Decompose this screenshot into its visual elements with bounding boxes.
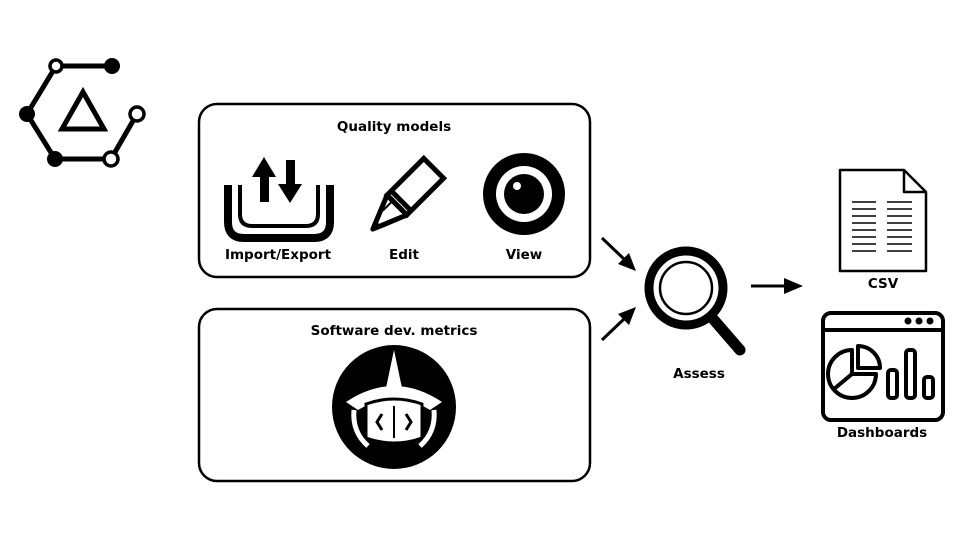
software-metrics-panel: Software dev. metrics (197, 307, 592, 483)
import-export-icon[interactable] (224, 157, 334, 242)
arrow-metrics-to-assess (600, 307, 636, 342)
arrow-assess-to-outputs (751, 278, 803, 294)
import-export-label: Import/Export (225, 247, 332, 263)
csv-label: CSV (868, 276, 899, 292)
software-metrics-title: Software dev. metrics (311, 323, 478, 339)
hexagon-network-logo-icon (19, 58, 146, 168)
dashboards-label: Dashboards (837, 425, 927, 441)
csv-document-icon[interactable] (838, 168, 928, 273)
eye-icon[interactable] (483, 153, 565, 235)
arrow-quality-to-assess (600, 236, 636, 271)
assess-label: Assess (673, 366, 725, 382)
edit-label: Edit (389, 247, 420, 263)
pencil-icon[interactable] (363, 154, 448, 239)
metrics-mascot-icon (332, 345, 456, 469)
dashboard-window-icon[interactable] (821, 311, 945, 422)
quality-models-title: Quality models (337, 119, 451, 135)
quality-models-panel: Quality models Import/Export Edit (197, 102, 592, 279)
magnifier-icon[interactable] (644, 246, 746, 356)
view-label: View (506, 247, 542, 263)
